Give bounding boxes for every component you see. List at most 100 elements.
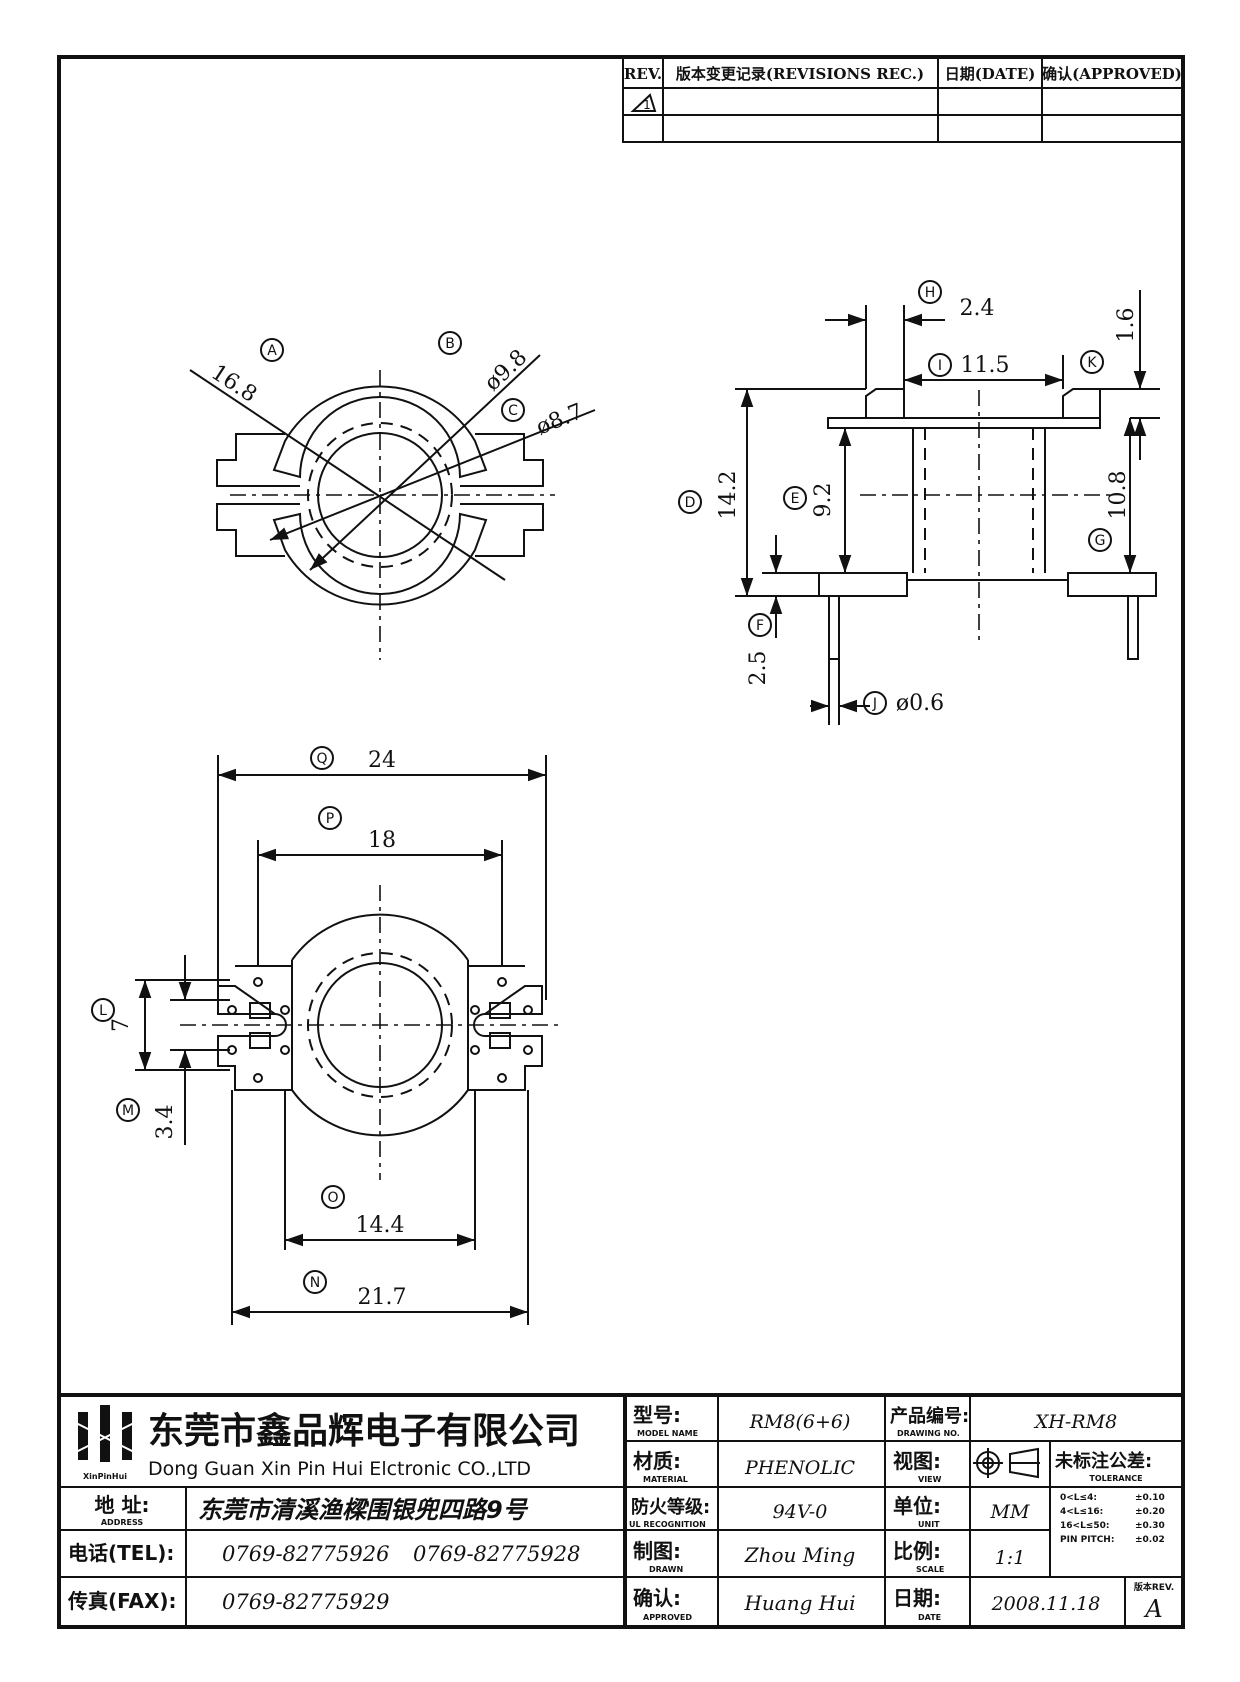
end-view: A 16.8 B ø9.8 C ø8.7 — [189, 331, 596, 660]
revision-triangle-icon: 1 — [630, 93, 657, 112]
callout-K: K — [1080, 350, 1104, 374]
first-angle-projection-icon — [973, 1447, 1040, 1479]
svg-text:D: D — [685, 495, 696, 511]
unit-label: 单位: — [893, 1494, 941, 1518]
tolerance-range: 4<L≤16: — [1060, 1507, 1103, 1517]
model-label-en: MODEL NAME — [637, 1429, 698, 1438]
fire-rating-label: 防火等级: — [631, 1496, 710, 1518]
material-label-en: MATERIAL — [643, 1475, 688, 1484]
dim-Q-text: 24 — [368, 748, 396, 773]
dim-M-text: 3.4 — [153, 1105, 178, 1140]
dim-C-text: ø8.7 — [533, 399, 587, 440]
scale-value: 1:1 — [995, 1547, 1026, 1569]
revisions-record-header: 版本变更记录(REVISIONS REC.) — [676, 65, 924, 83]
company-logo: XinPinHui — [69, 1405, 141, 1481]
svg-text:B: B — [445, 336, 455, 352]
callout-G: G — [1088, 528, 1112, 552]
callout-F: F — [748, 613, 772, 637]
drawn-label-en: DRAWN — [649, 1565, 683, 1574]
callout-N: N — [303, 1270, 327, 1294]
callout-E: E — [783, 486, 807, 510]
drawing-no-label: 产品编号: — [890, 1405, 969, 1427]
svg-text:L: L — [99, 1003, 107, 1019]
callout-A: A — [260, 338, 284, 362]
dim-D-text: 14.2 — [716, 471, 741, 520]
svg-text:M: M — [122, 1103, 134, 1119]
dim-I-text: 11.5 — [961, 353, 1010, 378]
model-value: RM8(6+6) — [749, 1411, 851, 1433]
revision-approved-header: 确认(APPROVED) — [1042, 65, 1182, 83]
dim-G-text: 10.8 — [1106, 471, 1131, 520]
approved-label: 确认: — [633, 1586, 681, 1610]
drawn-value: Zhou Ming — [744, 1543, 856, 1567]
model-label: 型号: — [633, 1403, 681, 1427]
approved-label-en: APPROVED — [643, 1613, 692, 1622]
tel2-value: 0769-82775928 — [413, 1542, 580, 1566]
tel-label: 电话(TEL): — [68, 1541, 174, 1565]
svg-text:Q: Q — [316, 751, 327, 767]
tolerance-label: 未标注公差: — [1055, 1450, 1152, 1472]
revision-value: A — [1143, 1595, 1162, 1623]
svg-text:F: F — [756, 618, 764, 634]
callout-H: H — [918, 280, 942, 304]
svg-text:G: G — [1095, 533, 1106, 549]
unit-value: MM — [990, 1501, 1030, 1523]
svg-text:H: H — [925, 285, 936, 301]
svg-text:C: C — [508, 403, 518, 419]
scale-label-en: SCALE — [916, 1565, 944, 1574]
svg-text:A: A — [267, 343, 277, 359]
rev-header: REV. — [624, 65, 662, 83]
address-label-en: ADDRESS — [101, 1518, 144, 1527]
fire-rating-label-en: UL RECOGNITION — [629, 1520, 706, 1529]
fax-label: 传真(FAX): — [67, 1589, 177, 1613]
callout-I: I — [928, 353, 952, 377]
fax-value: 0769-82775929 — [222, 1590, 389, 1614]
svg-text:J: J — [872, 696, 877, 712]
company-name-cn: 东莞市鑫品辉电子有限公司 — [148, 1411, 580, 1452]
svg-text:K: K — [1087, 355, 1097, 371]
callout-M: M — [116, 1098, 140, 1122]
revision-table: REV. 版本变更记录(REVISIONS REC.) 日期(DATE) 确认(… — [622, 56, 1184, 143]
svg-text:P: P — [326, 811, 334, 827]
tolerance-value: ±0.10 — [1135, 1493, 1165, 1503]
callout-P: P — [318, 806, 342, 830]
dim-O-text: 14.4 — [356, 1213, 405, 1238]
tolerance-range: 0<L≤4: — [1060, 1493, 1097, 1503]
callout-B: B — [438, 331, 462, 355]
dim-P-text: 18 — [368, 828, 396, 853]
svg-text:O: O — [327, 1190, 338, 1206]
drawn-label: 制图: — [633, 1539, 681, 1563]
svg-text:I: I — [938, 358, 942, 374]
tolerance-table: 0<L≤4: ±0.10 4<L≤16: ±0.20 16<L≤50: ±0.3… — [1060, 1493, 1165, 1545]
date-label-en: DATE — [918, 1613, 941, 1622]
material-value: PHENOLIC — [744, 1457, 856, 1479]
drawing-no-value: XH-RM8 — [1033, 1411, 1117, 1433]
dim-A-text: 16.8 — [206, 360, 261, 408]
tolerance-range: 16<L≤50: — [1060, 1521, 1109, 1531]
address-label: 地 址: — [95, 1493, 150, 1517]
revision-date-header: 日期(DATE) — [945, 65, 1036, 83]
tel1-value: 0769-82775926 — [222, 1542, 389, 1566]
company-name-en: Dong Guan Xin Pin Hui Elctronic CO.,LTD — [148, 1458, 531, 1480]
dim-E-text: 9.2 — [811, 483, 836, 518]
dim-L-text: 7 — [109, 1018, 134, 1032]
svg-text:N: N — [310, 1275, 320, 1291]
dim-H-text: 2.4 — [960, 296, 995, 321]
revision-label: 版本REV. — [1133, 1581, 1174, 1593]
callout-L: L — [91, 998, 115, 1022]
drawing-border — [57, 55, 1185, 1629]
dim-N-text: 21.7 — [358, 1285, 407, 1310]
side-view: D 14.2 E 9.2 F 2.5 G 10.8 H 2.4 I 11.5 — [678, 280, 1160, 725]
tolerance-value: ±0.20 — [1135, 1507, 1165, 1517]
svg-text:E: E — [791, 491, 800, 507]
dim-B-text: ø9.8 — [480, 345, 532, 396]
date-value: 2008.11.18 — [991, 1593, 1101, 1615]
revision-triangle-number: 1 — [643, 98, 651, 112]
callout-C: C — [501, 398, 525, 422]
callout-J: J — [863, 691, 887, 715]
tolerance-range: PIN PITCH: — [1060, 1535, 1114, 1545]
dim-F-text: 2.5 — [746, 651, 771, 686]
bottom-view: Q 24 P 18 L 7 M 3.4 O 14.4 N 21.7 — [91, 746, 560, 1325]
material-label: 材质: — [633, 1449, 681, 1473]
tolerance-value: ±0.02 — [1135, 1535, 1165, 1545]
